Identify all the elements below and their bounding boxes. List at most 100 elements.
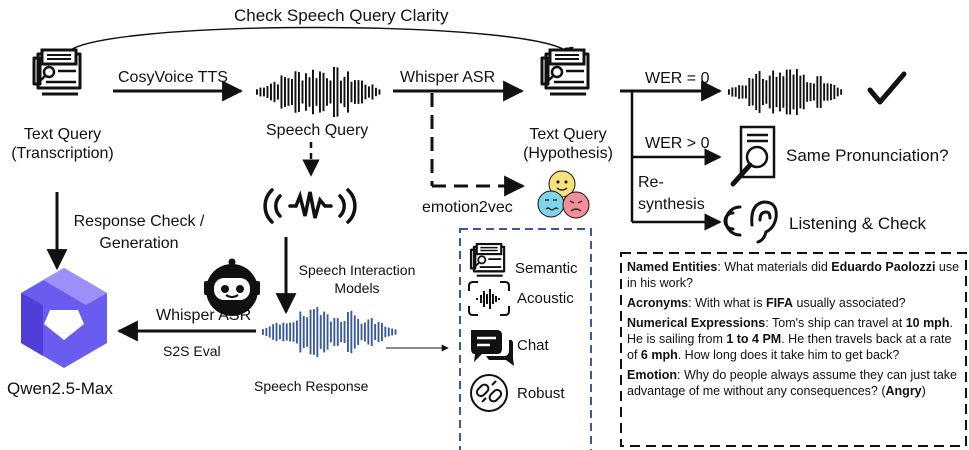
waveform-bar bbox=[738, 85, 741, 99]
example-highlight: 10 mph bbox=[905, 316, 950, 330]
hypothesis-subtitle: (Hypothesis) bbox=[523, 145, 613, 162]
waveform-bar bbox=[368, 86, 370, 98]
waveform-bar bbox=[731, 87, 734, 97]
waveform-icon bbox=[728, 69, 843, 115]
waveform-bar bbox=[284, 77, 286, 107]
waveform-bar bbox=[758, 71, 761, 113]
whisper-bottom-label: Whisper ASR bbox=[156, 307, 252, 324]
smiley-icons bbox=[537, 170, 590, 219]
waveform-bar bbox=[343, 76, 346, 108]
waveform-bar bbox=[298, 72, 300, 112]
waveform-bar bbox=[806, 82, 809, 102]
example-text: use in his work? bbox=[627, 260, 960, 290]
example-type: Named Entities bbox=[627, 260, 718, 274]
ear-icon bbox=[723, 200, 778, 244]
text-query-hypothesis: Text Query (Hypothesis) bbox=[506, 125, 630, 163]
waveform-bar bbox=[277, 84, 279, 100]
s2s-eval-label: S2S Eval bbox=[163, 343, 221, 359]
waveform-bar bbox=[789, 69, 792, 115]
category-chat: Chat bbox=[517, 337, 549, 354]
waveform-bar bbox=[315, 78, 318, 106]
category-acoustic: Acoustic bbox=[517, 290, 574, 307]
qwen-logo bbox=[21, 268, 107, 368]
semantic-doc-icon bbox=[469, 242, 506, 277]
example-highlight: 1 to 4 PM bbox=[726, 332, 782, 346]
resynthesis-line1: Re- bbox=[638, 174, 664, 191]
waveform-bar bbox=[309, 309, 312, 355]
waveform-bar bbox=[799, 75, 802, 109]
waveform-bar bbox=[299, 311, 302, 353]
waveform-bar bbox=[370, 317, 373, 347]
waveform-bar bbox=[394, 329, 397, 335]
waveform-bar bbox=[391, 328, 394, 336]
waveform-bar bbox=[265, 327, 268, 337]
waveform-bar bbox=[375, 87, 377, 97]
example-text: : What materials did bbox=[717, 260, 832, 274]
hypothesis-title: Text Query bbox=[529, 126, 607, 143]
waveform-bar bbox=[347, 311, 349, 353]
categories-box bbox=[459, 228, 592, 450]
waveform-bar bbox=[291, 78, 293, 106]
waveform-bar bbox=[350, 81, 353, 103]
example-text: ) bbox=[921, 384, 926, 398]
waveform-bar bbox=[755, 73, 758, 111]
waveform-bar bbox=[350, 310, 353, 354]
category-robust: Robust bbox=[517, 385, 565, 402]
text-query-subtitle: (Transcription) bbox=[11, 145, 114, 162]
waveform-bar bbox=[785, 69, 788, 115]
waveform-bar bbox=[792, 74, 795, 110]
waveform-bar bbox=[813, 83, 815, 101]
cosyvoice-label: CosyVoice TTS bbox=[118, 69, 228, 86]
robust-icon bbox=[470, 374, 508, 412]
check-icon bbox=[867, 71, 907, 105]
waveform-bar bbox=[292, 322, 295, 342]
waveform-bar bbox=[270, 83, 272, 101]
waveform-bar bbox=[378, 89, 381, 95]
waveform-bar bbox=[308, 77, 311, 107]
waveform-bar bbox=[340, 80, 342, 104]
waveform-bar bbox=[289, 322, 292, 342]
response-check-label: Response Check / Generation bbox=[64, 212, 214, 253]
waveform-bar bbox=[816, 76, 819, 108]
waveform-bar bbox=[262, 329, 264, 335]
whisper-top-label: Whisper ASR bbox=[400, 69, 496, 86]
example-type: Numerical Expressions bbox=[627, 316, 766, 330]
waveform-bar bbox=[301, 80, 304, 104]
magnifier-document-icon bbox=[730, 125, 776, 187]
example-type: Emotion bbox=[627, 368, 677, 382]
waveform-bar bbox=[745, 85, 747, 99]
wer-zero-label: WER = 0 bbox=[645, 70, 710, 87]
example-item: Emotion: Why do people always assume the… bbox=[627, 367, 965, 399]
waveform-bar bbox=[371, 84, 374, 100]
waveform-bar bbox=[809, 82, 812, 102]
waveform-icon bbox=[256, 66, 381, 118]
speech-response-waveform bbox=[262, 307, 397, 357]
example-text: . He is sailing from bbox=[627, 316, 953, 346]
waveform-bar bbox=[282, 322, 285, 342]
waveform-bar bbox=[268, 326, 271, 338]
waveform-bar bbox=[316, 307, 319, 357]
waveform-bar bbox=[830, 83, 832, 101]
speech-interaction-line1: Speech Interaction bbox=[298, 262, 416, 278]
waveform-bar bbox=[381, 322, 383, 342]
text-query-title: Text Query bbox=[23, 126, 102, 143]
waveform-bar bbox=[333, 66, 335, 118]
example-item: Numerical Expressions: Tom's ship can tr… bbox=[627, 315, 965, 363]
examples-box bbox=[620, 252, 967, 447]
waveform-bar bbox=[336, 318, 339, 346]
waveform-bar bbox=[275, 322, 278, 342]
waveform-bar bbox=[741, 85, 744, 99]
waveform-bar bbox=[306, 317, 309, 347]
waveform-bar bbox=[343, 320, 346, 344]
response-check-line2: Generation bbox=[99, 235, 179, 252]
example-text: . He then travels back at a rate of bbox=[627, 332, 952, 362]
category-semantic: Semantic bbox=[515, 260, 578, 277]
waveform-bar bbox=[340, 321, 343, 343]
waveform-bar bbox=[329, 80, 332, 104]
example-text: . How long does it take him to get back? bbox=[677, 348, 900, 362]
waveform-bar bbox=[748, 77, 751, 107]
waveform-bar bbox=[323, 311, 326, 353]
example-text: : Tom's ship can travel at bbox=[765, 316, 906, 330]
waveform-bar bbox=[765, 80, 768, 104]
waveform-bar bbox=[322, 72, 325, 112]
